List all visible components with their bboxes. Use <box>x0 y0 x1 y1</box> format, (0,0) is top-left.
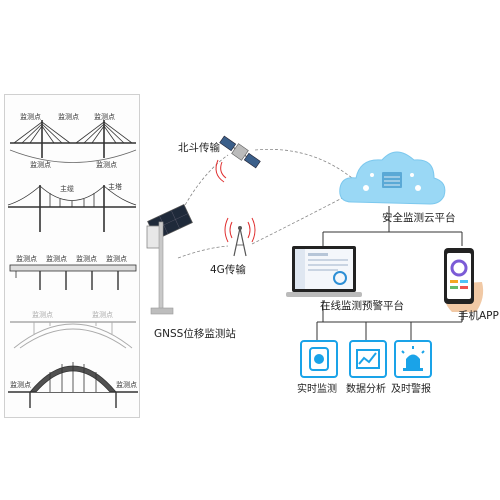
bridge-tag: 监测点 <box>16 255 37 263</box>
bridge-tag: 监测点 <box>94 113 115 121</box>
gnss-station <box>146 203 193 315</box>
bridge-types-panel <box>4 94 140 418</box>
tied-arch-bridge <box>8 362 138 408</box>
bridge-tag: 监测点 <box>58 113 79 121</box>
suspension-bridge <box>7 185 137 232</box>
function-label: 及时警报 <box>391 384 431 395</box>
cloud-label: 安全监测云平台 <box>382 212 456 224</box>
satellite-icon <box>215 135 261 183</box>
app-label: 手机APP <box>458 310 499 322</box>
bridge-tag: 监测点 <box>10 381 31 389</box>
bridge-tag: 监测点 <box>106 255 127 263</box>
bridge-tag: 监测点 <box>96 161 117 169</box>
transmission-links <box>177 149 353 259</box>
girder-bridge <box>9 264 137 290</box>
alarm-tile <box>394 340 432 378</box>
alarm-light-icon <box>401 346 425 371</box>
arch-bridge <box>10 321 136 349</box>
platform-label: 在线监测预警平台 <box>320 300 404 312</box>
bridge-tag: 监测点 <box>30 161 51 169</box>
realtime-monitor-tile <box>300 340 338 378</box>
function-label: 实时监测 <box>297 384 337 395</box>
bridge-tag: 监测点 <box>32 311 53 319</box>
chart-icon <box>356 349 380 369</box>
cloud-icon <box>339 151 446 205</box>
bridge-tag: 监测点 <box>76 255 97 263</box>
phone-icon <box>444 248 484 312</box>
bridge-tag: 监测点 <box>92 311 113 319</box>
beidou-label: 北斗传输 <box>178 142 220 154</box>
camera-icon <box>309 347 329 371</box>
bridge-tag: 监测点 <box>46 255 67 263</box>
cable-stayed-bridge <box>9 120 137 163</box>
data-analysis-tile <box>349 340 387 378</box>
bridge-tag: 监测点 <box>20 113 41 121</box>
station-label: GNSS位移监测站 <box>154 328 236 340</box>
bridge-tag: 主塔 <box>108 183 122 191</box>
bridge-tag: 监测点 <box>116 381 137 389</box>
4g-label: 4G传输 <box>210 264 246 276</box>
bridge-tag: 主缆 <box>60 185 74 193</box>
laptop-icon <box>286 246 362 297</box>
function-label: 数据分析 <box>346 384 386 395</box>
cell-tower-icon <box>224 217 256 257</box>
